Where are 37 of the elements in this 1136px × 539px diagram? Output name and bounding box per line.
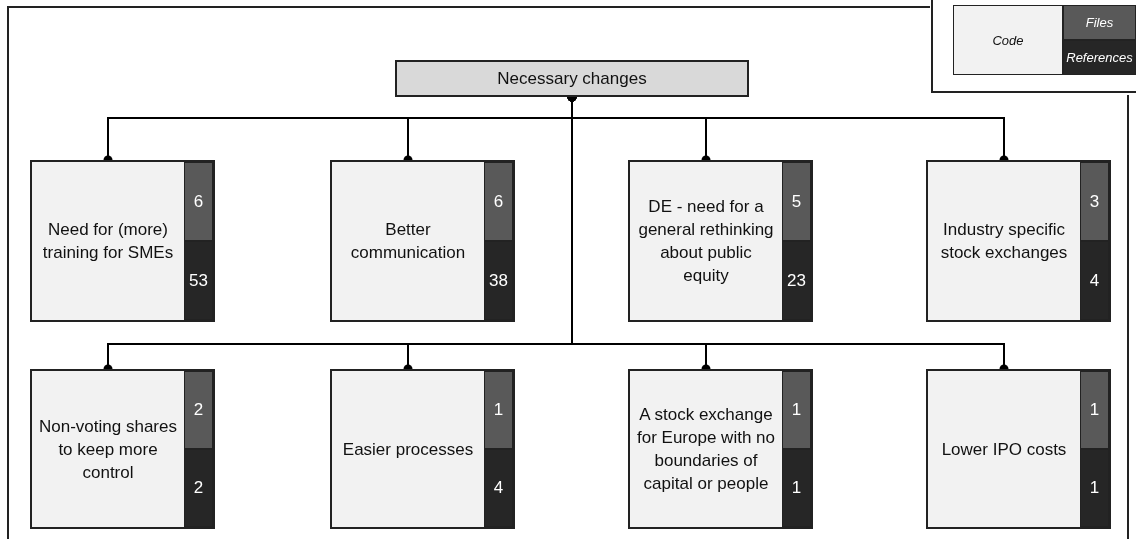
files-count: 2 — [184, 371, 213, 449]
references-count: 4 — [1080, 241, 1109, 320]
code-box — [628, 369, 813, 529]
code-box — [330, 160, 515, 322]
code-box — [30, 160, 215, 322]
files-count: 6 — [184, 162, 213, 241]
code-box — [926, 369, 1111, 529]
code-label: DE - need for a general rethinking about public equity — [637, 196, 775, 287]
files-count: 5 — [782, 162, 811, 241]
root-box — [395, 60, 749, 97]
references-count: 1 — [1080, 449, 1109, 527]
legend-text: Code — [991, 31, 1025, 50]
root-label: Necessary changes — [496, 68, 648, 90]
code-label: Non-voting shares to keep more control — [38, 415, 178, 484]
code-label: A stock exchange for Europe with no boundaries of capital or people — [636, 404, 776, 495]
code-label: Need for (more) training for SMEs — [41, 219, 175, 264]
code-box — [628, 160, 813, 322]
legend-text: References — [1065, 49, 1134, 67]
references-count: 1 — [782, 449, 811, 527]
code-box — [30, 369, 215, 529]
files-count: 3 — [1080, 162, 1109, 241]
references-count: 4 — [484, 449, 513, 527]
references-count: 38 — [484, 241, 513, 320]
files-count: 1 — [484, 371, 513, 449]
references-count: 2 — [184, 449, 213, 527]
code-box — [330, 369, 515, 529]
legend-text: Files — [1084, 14, 1115, 32]
code-box — [926, 160, 1111, 322]
files-count: 6 — [484, 162, 513, 241]
files-count: 1 — [1080, 371, 1109, 449]
files-count: 1 — [782, 371, 811, 449]
code-label: Better communication — [349, 219, 467, 264]
code-label: Lower IPO costs — [940, 438, 1068, 461]
references-count: 53 — [184, 241, 213, 320]
references-count: 23 — [782, 241, 811, 320]
code-label: Industry specific stock exchanges — [939, 219, 1069, 264]
code-label: Easier processes — [341, 438, 475, 461]
